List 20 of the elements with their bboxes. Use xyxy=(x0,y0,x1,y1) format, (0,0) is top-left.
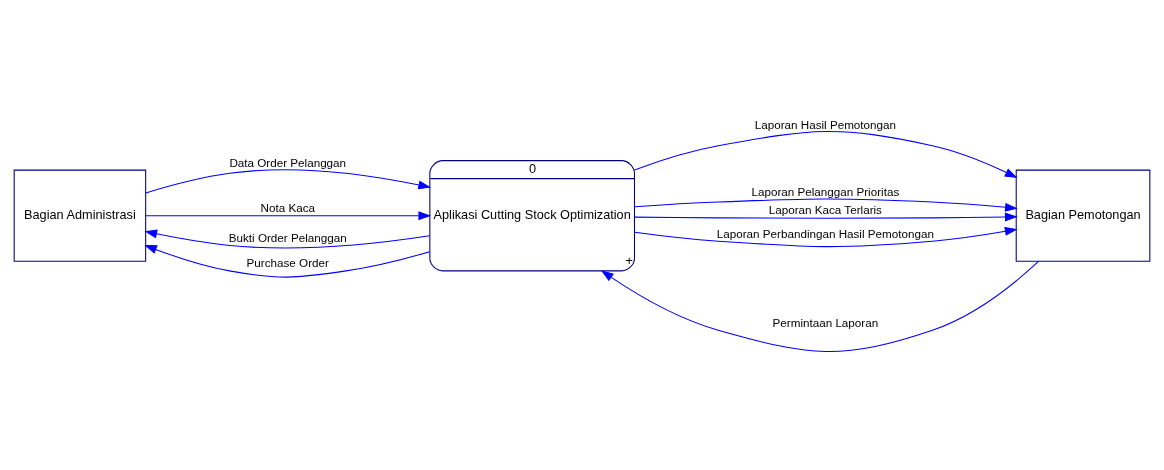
edge-label: Nota Kaca xyxy=(260,200,315,214)
arrow xyxy=(634,212,1018,221)
edge-label: Data Order Pelanggan xyxy=(229,155,347,169)
edge-label: Permintaan Laporan xyxy=(772,315,879,329)
edge-label: Bukti Order Pelanggan xyxy=(228,230,347,244)
arrow xyxy=(144,229,431,248)
arrow xyxy=(145,210,432,220)
arrow xyxy=(144,244,431,278)
node-box: Bagian Administrasi xyxy=(13,169,147,262)
edge-label: Laporan Hasil Pemotongan xyxy=(754,117,896,131)
edge-label: Laporan Perbandingan Hasil Pemotongan xyxy=(716,226,934,240)
arrow xyxy=(600,260,1040,352)
edge-label: Laporan Kaca Terlaris xyxy=(768,202,882,216)
arrow xyxy=(634,226,1018,247)
arrow xyxy=(634,197,1018,212)
arrow xyxy=(145,168,432,193)
node-box: Bagian Pemotongan xyxy=(1015,169,1151,262)
edge-label: Purchase Order xyxy=(246,255,329,269)
arrow xyxy=(634,130,1018,178)
edge-label: Laporan Pelanggan Prioritas xyxy=(751,184,900,198)
